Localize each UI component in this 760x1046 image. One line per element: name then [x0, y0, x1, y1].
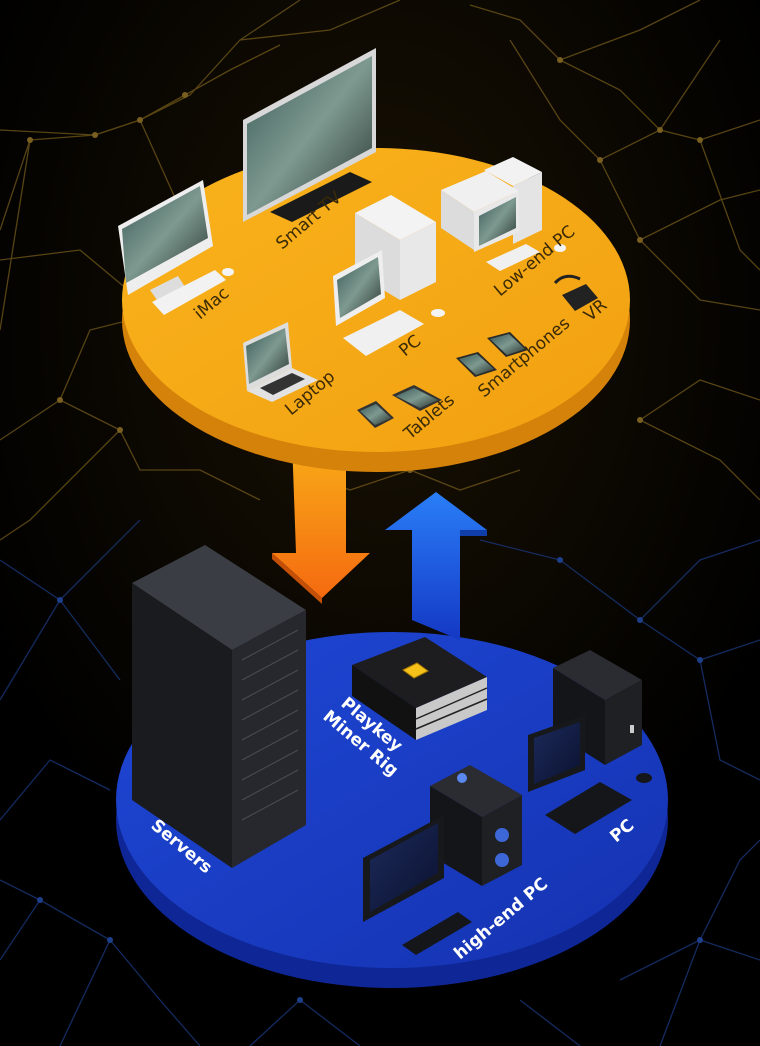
- vr-headset-device: [553, 274, 598, 311]
- playkey-logo-icon: [402, 662, 429, 679]
- laptop-device: [243, 322, 318, 402]
- tablets-device: [357, 385, 442, 428]
- playkey-miner-rig-device: [352, 637, 488, 740]
- up-arrow: [385, 492, 487, 640]
- pc-beige-device: [333, 195, 445, 356]
- pc-dark-device: [528, 650, 652, 834]
- network-nodes-blue: [37, 557, 703, 1003]
- smartphones-device: [456, 332, 528, 377]
- imac-device: [118, 180, 234, 315]
- high-end-pc-device: [363, 765, 522, 955]
- smart-tv-device: [243, 48, 376, 222]
- servers-device: [132, 545, 306, 868]
- low-end-pc-device: [441, 157, 566, 271]
- down-arrow: [272, 440, 370, 604]
